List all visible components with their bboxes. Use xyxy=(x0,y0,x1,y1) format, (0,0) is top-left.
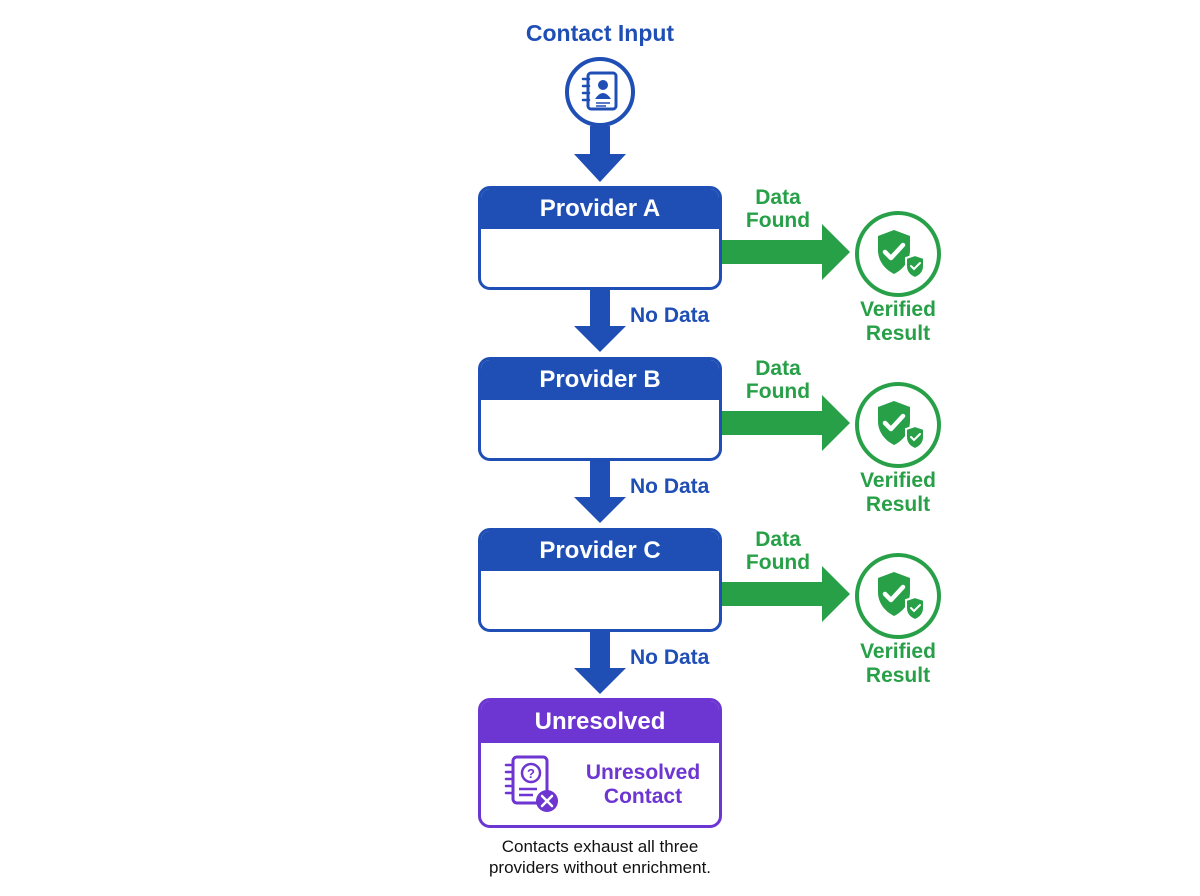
provider-c-box: Provider C xyxy=(478,528,722,632)
verified-shield-icon xyxy=(855,211,941,297)
verified-shield-icon xyxy=(855,553,941,639)
provider-b-no-data-label: No Data xyxy=(630,475,710,498)
arrow-a-to-b xyxy=(574,288,626,352)
provider-a-found-label: Data Found xyxy=(733,186,823,232)
result-line2: Result xyxy=(865,322,931,345)
arrow-a-found xyxy=(722,224,850,280)
caption-line1: Contacts exhaust all three xyxy=(501,837,699,856)
unresolved-label-line1: Unresolved xyxy=(585,761,701,784)
contact-input-title: Contact Input xyxy=(525,20,675,46)
arrow-c-found xyxy=(722,566,850,622)
result-line2: Result xyxy=(865,493,931,516)
unresolved-title: Unresolved xyxy=(481,701,719,743)
provider-b-box: Provider B xyxy=(478,357,722,461)
provider-b-found-label: Data Found xyxy=(733,357,823,403)
contact-book-icon xyxy=(565,57,635,127)
unresolved-label-line2: Contact xyxy=(603,785,683,808)
arrow-input-to-a xyxy=(574,126,626,182)
arrow-b-found xyxy=(722,395,850,451)
unresolved-box: Unresolved ? Unresolved Contact xyxy=(478,698,722,828)
provider-b-title: Provider B xyxy=(481,360,719,400)
found-label-line2: Found xyxy=(745,209,811,232)
provider-c-title: Provider C xyxy=(481,531,719,571)
provider-a-no-data-label: No Data xyxy=(630,304,710,327)
found-label-line2: Found xyxy=(745,551,811,574)
result-line1: Verified xyxy=(860,298,936,321)
found-label-line1: Data xyxy=(755,186,801,209)
svg-text:?: ? xyxy=(527,766,535,781)
unresolved-contact-icon: ? xyxy=(504,755,558,812)
provider-a-verified-result: Verified Result xyxy=(843,298,953,346)
provider-a-box: Provider A xyxy=(478,186,722,290)
found-label-line1: Data xyxy=(755,357,801,380)
arrow-c-to-unresolved xyxy=(574,630,626,694)
result-line1: Verified xyxy=(860,469,936,492)
caption-line2: providers without enrichment. xyxy=(488,858,712,877)
arrow-b-to-c xyxy=(574,459,626,523)
provider-c-verified-result: Verified Result xyxy=(843,640,953,688)
unresolved-contact-label: Unresolved Contact xyxy=(573,761,713,809)
found-label-line2: Found xyxy=(745,380,811,403)
provider-c-no-data-label: No Data xyxy=(630,646,710,669)
provider-a-title: Provider A xyxy=(481,189,719,229)
verified-shield-icon xyxy=(855,382,941,468)
unresolved-caption: Contacts exhaust all three providers wit… xyxy=(450,836,750,878)
result-line2: Result xyxy=(865,664,931,687)
result-line1: Verified xyxy=(860,640,936,663)
provider-c-found-label: Data Found xyxy=(733,528,823,574)
provider-b-verified-result: Verified Result xyxy=(843,469,953,517)
found-label-line1: Data xyxy=(755,528,801,551)
